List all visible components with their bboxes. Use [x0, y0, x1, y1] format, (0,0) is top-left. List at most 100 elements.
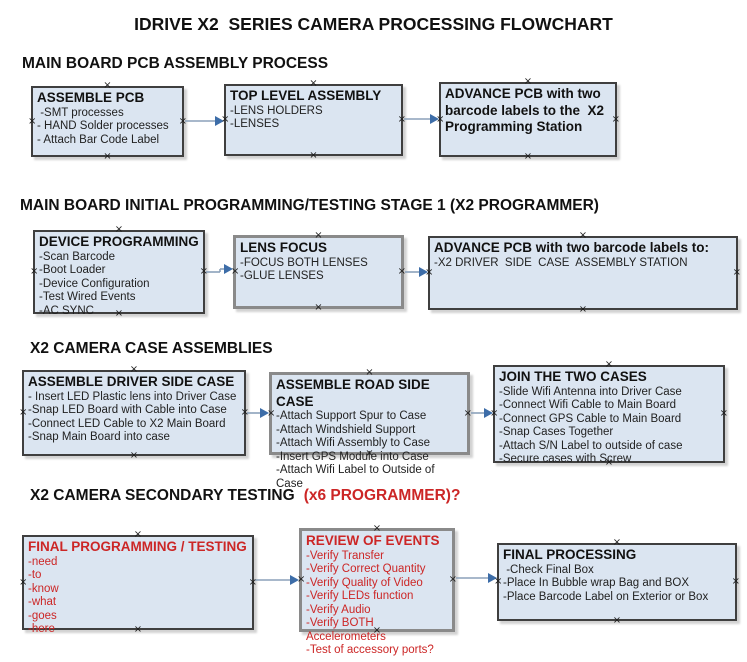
box-item: -Test of accessory ports? — [306, 644, 434, 656]
connection-handle-icon: × — [103, 151, 112, 162]
connection-handle-icon: × — [719, 408, 728, 419]
box-item-list: -Attach Support Spur to Case-Attach Wind… — [276, 410, 463, 491]
box-item: -what — [28, 596, 57, 608]
box-item-list: -Check Final Box-Place In Bubble wrap Ba… — [503, 564, 731, 605]
connection-handle-icon: × — [30, 266, 39, 277]
box-final-processing[interactable]: FINAL PROCESSING -Check Final Box-Place … — [494, 538, 740, 626]
box-item: -LENSES — [230, 118, 280, 130]
box-item: -know — [28, 582, 59, 595]
box-item: -Snap Cases Together — [499, 426, 614, 438]
box-item: -FOCUS BOTH LENSES — [240, 256, 368, 269]
box-lens-focus[interactable]: LENS FOCUS -FOCUS BOTH LENSES-GLUE LENSE… — [231, 231, 406, 313]
box-review-of-events[interactable]: REVIEW OF EVENTS -Verify Transfer-Verify… — [297, 524, 457, 657]
box-assemble-pcb[interactable]: ASSEMBLE PCB -SMT processes- HAND Solder… — [28, 81, 187, 162]
box-item: -LENS HOLDERS — [230, 104, 323, 117]
flow-arrow[interactable] — [246, 405, 269, 421]
box-item: -Place Barcode Label on Exterior or Box — [503, 590, 709, 603]
section-heading-initial-programming: MAIN BOARD INITIAL PROGRAMMING/TESTING S… — [20, 197, 599, 214]
box-item-list: -LENS HOLDERS-LENSES — [230, 105, 397, 132]
box-item-list: -Slide Wifi Antenna into Driver Case-Con… — [499, 386, 719, 467]
box-assemble-driver-side-case[interactable]: ASSEMBLE DRIVER SIDE CASE - Insert LED P… — [19, 365, 249, 461]
box-item: -Attach Wifi Label to Outside of Case — [276, 464, 438, 490]
box-item-list: -need-to-know-what-goes-here — [28, 556, 248, 637]
box-title: TOP LEVEL ASSEMBLY — [230, 88, 382, 103]
flow-arrow[interactable] — [403, 111, 439, 127]
box-title: FINAL PROCESSING — [503, 547, 637, 562]
connection-handle-icon: × — [309, 150, 318, 161]
box-item: -Connect LED Cable to X2 Main Board — [28, 417, 226, 430]
box-item: -Place In Bubble wrap Bag and BOX — [503, 577, 690, 589]
box-item: -to — [28, 569, 42, 581]
box-item: -SMT processes — [37, 106, 124, 119]
box-item: -Verify Transfer — [306, 549, 384, 562]
box-item-list: - Insert LED Plastic lens into Driver Ca… — [28, 391, 240, 445]
section-heading-pcb-assembly: MAIN BOARD PCB ASSEMBLY PROCESS — [22, 55, 329, 72]
box-title: REVIEW OF EVENTS — [306, 533, 440, 548]
box-item: -X2 DRIVER SIDE CASE ASSEMBLY STATION — [434, 256, 688, 269]
box-item: -Verify Correct Quantity — [306, 563, 426, 575]
box-title: ADVANCE PCB with two barcode labels to t… — [445, 86, 608, 134]
box-title: DEVICE PROGRAMMING — [39, 234, 199, 249]
box-item: -Insert GPS Module into Case — [276, 450, 429, 463]
flow-arrow[interactable] — [205, 262, 233, 278]
section-heading-secondary-testing: X2 CAMERA SECONDARY TESTING(x6 PROGRAMME… — [30, 487, 461, 504]
connection-handle-icon: × — [28, 115, 37, 127]
box-top-level-assembly[interactable]: TOP LEVEL ASSEMBLY -LENS HOLDERS-LENSES … — [221, 79, 406, 161]
flow-arrow[interactable] — [184, 113, 224, 129]
box-item: -Connect Wifi Cable to Main Board — [499, 399, 677, 411]
flow-arrow[interactable] — [455, 570, 497, 586]
box-item: -Verify Quality of Video — [306, 576, 423, 589]
box-join-the-two-cases[interactable]: JOIN THE TWO CASES -Slide Wifi Antenna i… — [490, 360, 728, 468]
box-item: -Attach Support Spur to Case — [276, 410, 427, 422]
box-title: ASSEMBLE PCB — [37, 90, 145, 105]
connection-handle-icon: × — [19, 576, 28, 588]
box-device-programming[interactable]: DEVICE PROGRAMMING -Scan Barcode-Boot Lo… — [30, 225, 208, 319]
box-item-list: -Scan Barcode-Boot Loader-Device Configu… — [39, 251, 199, 319]
box-item-list: -FOCUS BOTH LENSES-GLUE LENSES — [240, 257, 397, 284]
box-item: -Attach Wifi Assembly to Case — [276, 437, 431, 449]
box-advance-pcb-to-case-assembly[interactable]: ADVANCE PCB with two barcode labels to: … — [425, 231, 741, 315]
connection-handle-icon: × — [297, 574, 306, 585]
box-item: -Slide Wifi Antenna into Driver Case — [499, 385, 682, 398]
box-item: -need — [28, 555, 58, 568]
page-title: IDRIVE X2 SERIES CAMERA PROCESSING FLOWC… — [134, 14, 613, 34]
box-item-list: -X2 DRIVER SIDE CASE ASSEMBLY STATION — [434, 257, 732, 271]
box-item: -Attach S/N Label to outside of case — [499, 439, 683, 452]
box-title: FINAL PROGRAMMING / TESTING — [28, 539, 247, 554]
box-item: -GLUE LENSES — [240, 270, 324, 282]
flow-arrow[interactable] — [470, 405, 493, 421]
box-item: - Attach Bar Code Label — [37, 133, 160, 146]
box-item: -Snap Main Board into case — [28, 431, 170, 443]
box-title: JOIN THE TWO CASES — [499, 369, 647, 384]
box-item: -goes — [28, 609, 57, 622]
box-item: -AC SYNC — [39, 304, 94, 317]
box-item-list: -SMT processes- HAND Solder processes- A… — [37, 107, 178, 148]
box-item: -Verify Audio — [306, 603, 371, 616]
box-item: -Boot Loader — [39, 264, 106, 276]
box-item: -Secure cases with Screw — [499, 453, 632, 465]
box-item: -Connect GPS Cable to Main Board — [499, 412, 682, 425]
connection-handle-icon: × — [314, 302, 323, 313]
connection-handle-icon: × — [578, 304, 588, 315]
connection-handle-icon: × — [129, 450, 139, 461]
box-final-programming-testing[interactable]: FINAL PROGRAMMING / TESTING -need-to-kno… — [19, 530, 257, 636]
box-item: -Check Final Box — [503, 563, 594, 576]
connection-handle-icon: × — [731, 576, 740, 587]
box-item: - Insert LED Plastic lens into Driver Ca… — [28, 390, 237, 403]
section-heading-case-assemblies: X2 CAMERA CASE ASSEMBLIES — [30, 340, 273, 357]
box-item: -Attach Windshield Support — [276, 423, 416, 436]
flow-arrow[interactable] — [404, 264, 428, 280]
box-assemble-road-side-case[interactable]: ASSEMBLE ROAD SIDE CASE -Attach Support … — [267, 368, 472, 490]
box-item: -Verify LEDs function — [306, 590, 414, 602]
connection-handle-icon: × — [732, 267, 741, 278]
box-title: ADVANCE PCB with two barcode labels to: — [434, 240, 710, 255]
box-title: ASSEMBLE ROAD SIDE CASE — [276, 377, 434, 409]
connection-handle-icon: × — [19, 407, 28, 418]
section-heading-red-suffix: (x6 PROGRAMMER)? — [303, 487, 461, 504]
connection-handle-icon: × — [611, 113, 620, 125]
box-item: -Device Configuration — [39, 277, 150, 290]
box-item: -Test Wired Events — [39, 291, 136, 303]
flow-arrow[interactable] — [254, 572, 299, 588]
box-advance-pcb-to-programming-station[interactable]: ADVANCE PCB with two barcode labels to t… — [436, 77, 620, 162]
